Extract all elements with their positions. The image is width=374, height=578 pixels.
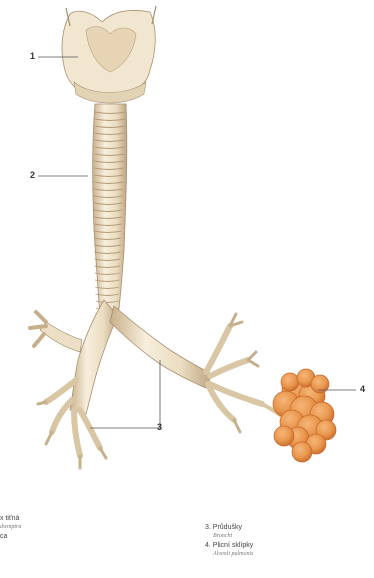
legend-item-trachea: ca [0, 532, 21, 541]
callout-label-2: 2 [30, 171, 35, 180]
bronchus-right [30, 300, 118, 468]
trachea [93, 104, 127, 318]
legend-item-bronchi-latin: Bronchi [205, 532, 254, 541]
alveoli-cluster [262, 369, 336, 462]
legend-item-bronchi: 3. Průdušky [205, 523, 254, 532]
callout-label-4: 4 [360, 385, 365, 394]
bronchus-left [110, 306, 262, 432]
legend-right: 3. Průdušky Bronchi 4. Plicní sklípky Al… [205, 523, 254, 559]
legend-item-alveoli-latin: Alveoli pulmonis [205, 550, 254, 559]
legend-item-alveoli: 4. Plicní sklípky [205, 541, 254, 550]
callout-label-1: 1 [30, 52, 35, 61]
larynx [62, 6, 156, 103]
legend-item-larynx-latin: dwmptra [0, 523, 21, 532]
leader-line-3 [90, 360, 160, 428]
alveolus [274, 426, 294, 446]
callout-label-3: 3 [157, 423, 162, 432]
legend-item-larynx: x tiťná [0, 514, 21, 523]
alveolus [281, 373, 299, 391]
alveolus [292, 442, 312, 462]
legend-left: x tiťná dwmptra ca [0, 514, 21, 541]
